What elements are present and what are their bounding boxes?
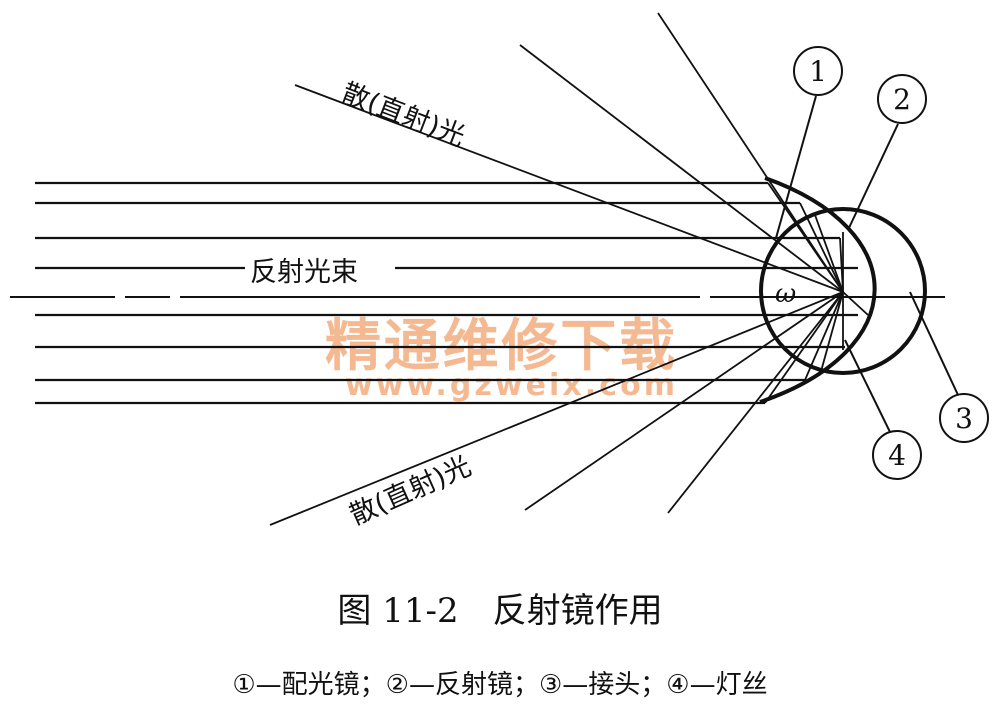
lamp-outline [759,176,927,404]
callout-1: 1 [809,55,827,88]
callouts [775,46,989,480]
omega-label: ω [775,279,796,309]
rays-from-filament [269,12,869,526]
callout-2: 2 [893,83,911,116]
callout-3: 3 [955,402,973,435]
scatter-label-lower: 散(直射)光 [345,451,476,532]
figure-legend: ①—配光镜；②—反射镜；③—接头；④—灯丝 [232,670,767,700]
scatter-label-upper: 散(直射)光 [337,78,469,153]
callout-4: 4 [888,439,906,472]
figure-caption: 图 11-2 反射镜作用 [337,591,662,631]
reflector-curve [759,176,877,404]
beam-label: 反射光束 [250,257,358,288]
svg-text:www.gzweix.com: www.gzweix.com [345,368,675,403]
watermark: 精通维修下载 www.gzweix.com [325,314,675,403]
bulb-circle [759,207,927,375]
